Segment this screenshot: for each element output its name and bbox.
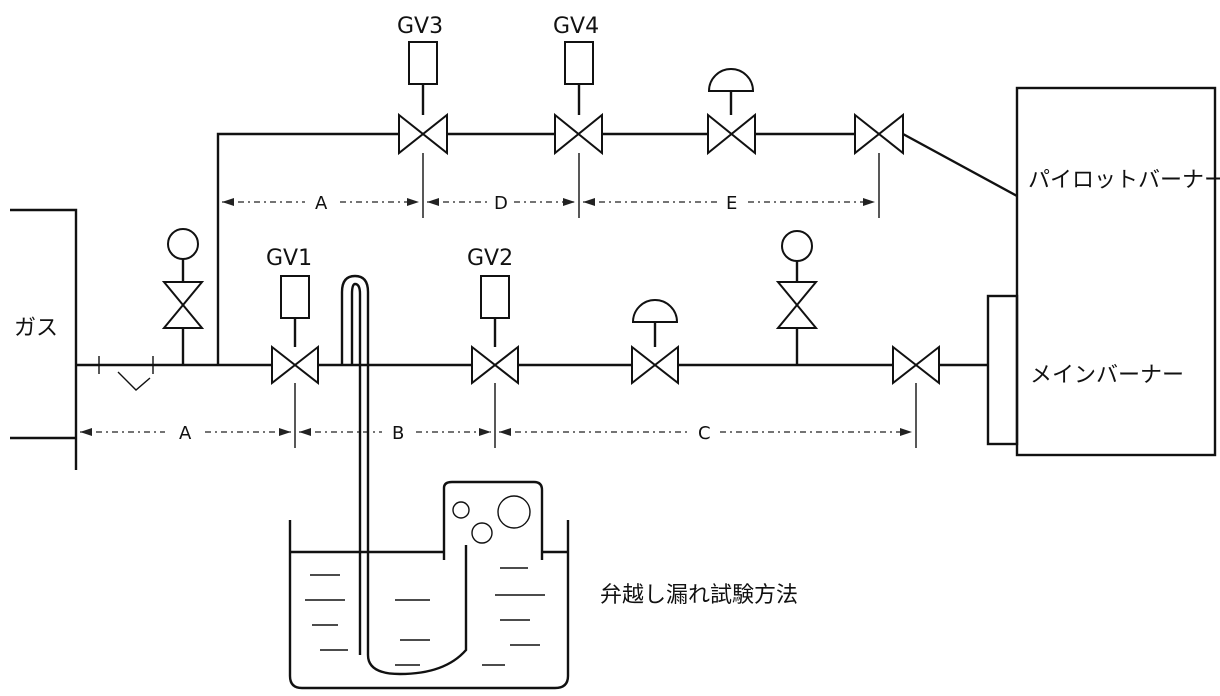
gate-valve-icon xyxy=(707,112,756,156)
main-gas-line xyxy=(76,328,988,391)
gate-valve-icon xyxy=(775,281,819,329)
diagram-caption: 弁越し漏れ試験方法 xyxy=(600,583,798,608)
gv4-label: GV4 xyxy=(553,14,599,39)
dim-pilot-a: A xyxy=(315,193,328,214)
main-dimension-lines: A B C xyxy=(80,383,917,448)
dim-pilot-e: E xyxy=(726,193,737,214)
gv1-label: GV1 xyxy=(266,246,312,271)
solenoid-actuator-icon xyxy=(408,41,438,115)
pilot-gas-line xyxy=(216,132,1018,365)
gate-valve-icon xyxy=(854,112,904,156)
solenoid-actuator-icon xyxy=(280,275,310,347)
strainer-icon xyxy=(98,356,154,391)
pilot-burner-label: パイロットバーナー xyxy=(1028,168,1220,193)
gate-valve-icon xyxy=(892,344,940,386)
gv2-label: GV2 xyxy=(467,246,513,271)
gate-valve-icon xyxy=(161,281,205,329)
dim-main-b: B xyxy=(392,423,404,444)
pressure-gauge-icon xyxy=(167,228,199,282)
gate-valve-icon xyxy=(554,112,603,156)
pressure-gauge-icon xyxy=(781,230,813,282)
gate-valve-icon xyxy=(631,344,679,386)
leak-test-tube xyxy=(340,274,468,676)
gv3-label: GV3 xyxy=(397,14,443,39)
burner-box: パイロットバーナー メインバーナー xyxy=(986,86,1220,457)
gate-valve-icon xyxy=(398,112,448,156)
diaphragm-actuator-icon xyxy=(707,68,755,115)
gas-label: ガス xyxy=(14,316,58,341)
diaphragm-actuator-icon xyxy=(631,299,679,347)
gate-valve-icon xyxy=(271,344,319,386)
pilot-dimension-lines: A D E xyxy=(222,153,880,218)
gas-supply-box: ガス xyxy=(10,208,78,470)
gate-valve-icon xyxy=(471,344,519,386)
dim-main-c: C xyxy=(698,423,711,444)
dim-pilot-d: D xyxy=(494,193,508,214)
dim-main-a: A xyxy=(179,423,192,444)
solenoid-actuator-icon xyxy=(480,275,510,347)
solenoid-actuator-icon xyxy=(564,41,594,115)
main-burner-label: メインバーナー xyxy=(1030,363,1184,388)
water-bath-icon xyxy=(288,480,570,690)
